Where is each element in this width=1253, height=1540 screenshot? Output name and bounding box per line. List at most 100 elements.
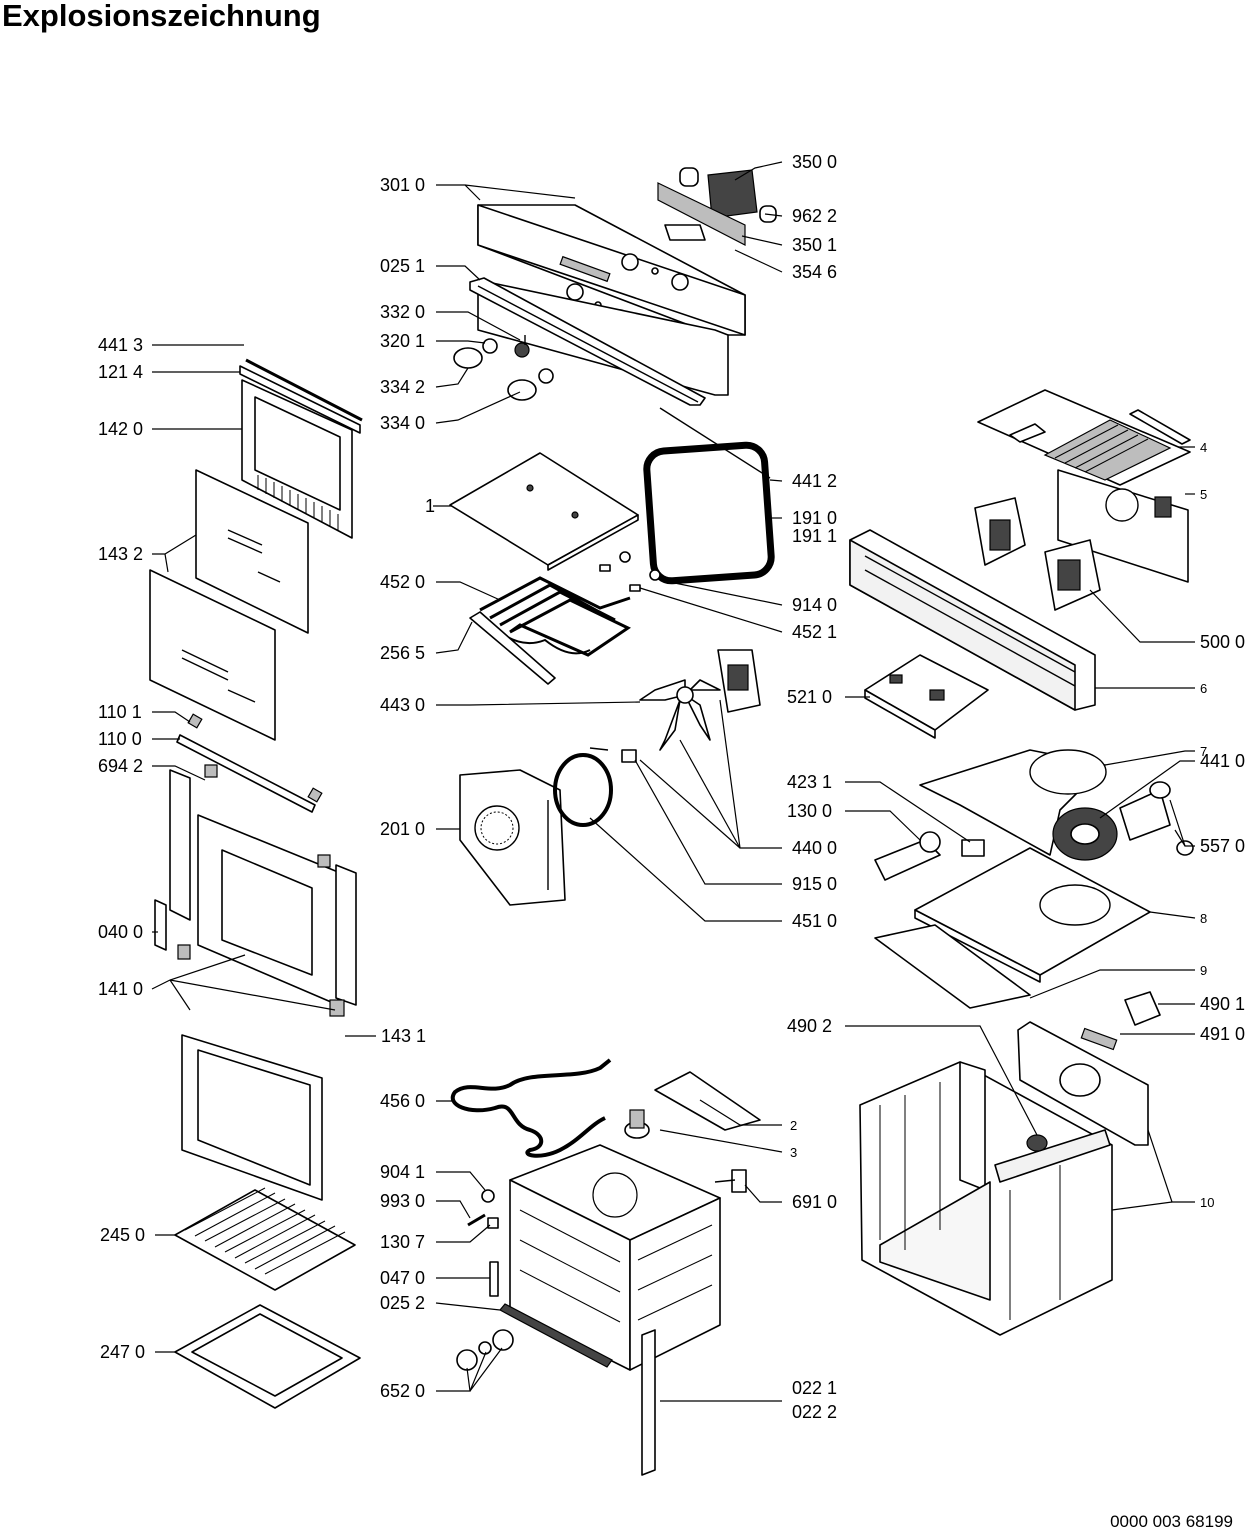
callout-labels: 350 0 962 2 350 1 354 6 301 0 025 1 332 … bbox=[98, 152, 1245, 1422]
callout-490-2: 490 2 bbox=[787, 1016, 832, 1036]
part-front-rail-025 bbox=[499, 1303, 613, 1368]
callout-350-1: 350 1 bbox=[792, 235, 837, 255]
part-module-board bbox=[679, 167, 777, 223]
callout-914-0: 914 0 bbox=[792, 595, 837, 615]
callout-320-1: 320 1 bbox=[380, 331, 425, 351]
part-knobs-652 bbox=[456, 1329, 514, 1371]
callout-5: 5 bbox=[1200, 487, 1207, 502]
part-lower-heating-element bbox=[450, 1058, 612, 1158]
part-grommet-490-2 bbox=[1026, 1134, 1048, 1152]
callout-915-0: 915 0 bbox=[792, 874, 837, 894]
part-baking-tray bbox=[174, 1304, 361, 1409]
callout-452-1: 452 1 bbox=[792, 622, 837, 642]
part-knob-lower bbox=[507, 368, 554, 401]
callout-652-0: 652 0 bbox=[380, 1381, 425, 1401]
callout-440-0: 440 0 bbox=[792, 838, 837, 858]
callout-025-2: 025 2 bbox=[380, 1293, 425, 1313]
part-lamp-holder-691 bbox=[714, 1169, 747, 1193]
callout-245-0: 245 0 bbox=[100, 1225, 145, 1245]
part-fan-cover bbox=[459, 769, 566, 906]
callout-143-1: 143 1 bbox=[381, 1026, 426, 1046]
part-temperature-sensor-3 bbox=[624, 1109, 650, 1139]
leader-lines bbox=[151, 161, 1196, 1402]
callout-142-0: 142 0 bbox=[98, 419, 143, 439]
part-glass-pane-1 bbox=[195, 469, 309, 634]
page-title: Explosionszeichnung bbox=[2, 0, 321, 33]
part-cover-plate-2 bbox=[654, 1071, 761, 1131]
callout-130-0: 130 0 bbox=[787, 801, 832, 821]
part-bracket-256 bbox=[469, 611, 556, 685]
callout-6: 6 bbox=[1200, 681, 1207, 696]
part-transformer-500 bbox=[974, 497, 1101, 611]
part-connector-423 bbox=[961, 839, 985, 857]
callout-491-0: 491 0 bbox=[1200, 1024, 1245, 1044]
callout-452-0: 452 0 bbox=[380, 572, 425, 592]
part-fan-ring-heater bbox=[553, 747, 613, 827]
callout-451-0: 451 0 bbox=[792, 911, 837, 931]
callout-350-0: 350 0 bbox=[792, 152, 837, 172]
callout-301-0: 301 0 bbox=[380, 175, 425, 195]
part-door-side-left bbox=[154, 764, 218, 960]
callout-022-1: 022 1 bbox=[792, 1378, 837, 1398]
part-screws bbox=[467, 1189, 499, 1229]
part-switch-332 bbox=[514, 335, 530, 358]
callout-423-1: 423 1 bbox=[787, 772, 832, 792]
callout-441-3: 441 3 bbox=[98, 335, 143, 355]
callout-3: 3 bbox=[790, 1145, 797, 1160]
callout-557-0: 557 0 bbox=[1200, 836, 1245, 856]
callout-121-4: 121 4 bbox=[98, 362, 143, 382]
callout-9: 9 bbox=[1200, 963, 1207, 978]
callout-191-0: 191 0 bbox=[792, 508, 837, 528]
part-top-cover-4 bbox=[977, 389, 1191, 486]
callout-443-0: 443 0 bbox=[380, 695, 425, 715]
part-door-top-trim bbox=[239, 358, 363, 434]
callout-1: 1 bbox=[425, 496, 435, 516]
callout-040-0: 040 0 bbox=[98, 922, 143, 942]
part-switch-490-1 bbox=[1124, 991, 1161, 1026]
part-electronic-board bbox=[864, 654, 989, 739]
callout-334-2: 334 2 bbox=[380, 377, 425, 397]
part-control-housing-6 bbox=[849, 529, 1096, 711]
callout-110-0: 110 0 bbox=[98, 729, 142, 749]
callout-110-1: 110 1 bbox=[98, 702, 142, 722]
callout-047-0: 047 0 bbox=[380, 1268, 425, 1288]
callout-022-2: 022 2 bbox=[792, 1402, 837, 1422]
part-cooling-duct-7 bbox=[919, 749, 1107, 856]
callout-962-2: 962 2 bbox=[792, 206, 837, 226]
callout-143-2: 143 2 bbox=[98, 544, 143, 564]
part-connector-491 bbox=[1080, 1027, 1118, 1051]
part-side-rail-022 bbox=[641, 1329, 656, 1476]
callout-694-2: 694 2 bbox=[98, 756, 143, 776]
part-cooling-fan-441 bbox=[1052, 807, 1118, 861]
part-fan-motor bbox=[717, 649, 761, 713]
part-slide-047 bbox=[489, 1261, 499, 1297]
part-door-seal bbox=[643, 407, 775, 585]
part-cooling-housing-8 bbox=[914, 847, 1151, 983]
callout-441-2: 441 2 bbox=[792, 471, 837, 491]
callout-334-0: 334 0 bbox=[380, 413, 425, 433]
callout-691-0: 691 0 bbox=[792, 1192, 837, 1212]
part-oven-cavity bbox=[509, 1144, 721, 1371]
part-front-trim-9 bbox=[874, 924, 1031, 1009]
part-fan-blade bbox=[639, 679, 721, 751]
callout-10: 10 bbox=[1200, 1195, 1214, 1210]
callout-256-5: 256 5 bbox=[380, 643, 425, 663]
callout-7: 7 bbox=[1200, 744, 1207, 759]
document-number: 0000 003 68199 bbox=[1110, 1512, 1233, 1531]
part-inner-door-frame bbox=[241, 379, 353, 539]
part-oven-ceiling-plate bbox=[449, 452, 639, 571]
callout-130-7: 130 7 bbox=[380, 1232, 425, 1252]
callout-025-1: 025 1 bbox=[380, 256, 425, 276]
part-control-panel-rail bbox=[469, 277, 706, 406]
callout-191-1: 191 1 bbox=[792, 526, 837, 546]
callout-2: 2 bbox=[790, 1118, 797, 1133]
callout-993-0: 993 0 bbox=[380, 1191, 425, 1211]
part-glass-pane-2 bbox=[149, 569, 276, 741]
part-wire-rack bbox=[174, 1187, 356, 1291]
callout-904-1: 904 1 bbox=[380, 1162, 425, 1182]
callout-8: 8 bbox=[1200, 911, 1207, 926]
part-display-frame bbox=[657, 182, 746, 246]
callout-201-0: 201 0 bbox=[380, 819, 425, 839]
callout-490-1: 490 1 bbox=[1200, 994, 1245, 1014]
